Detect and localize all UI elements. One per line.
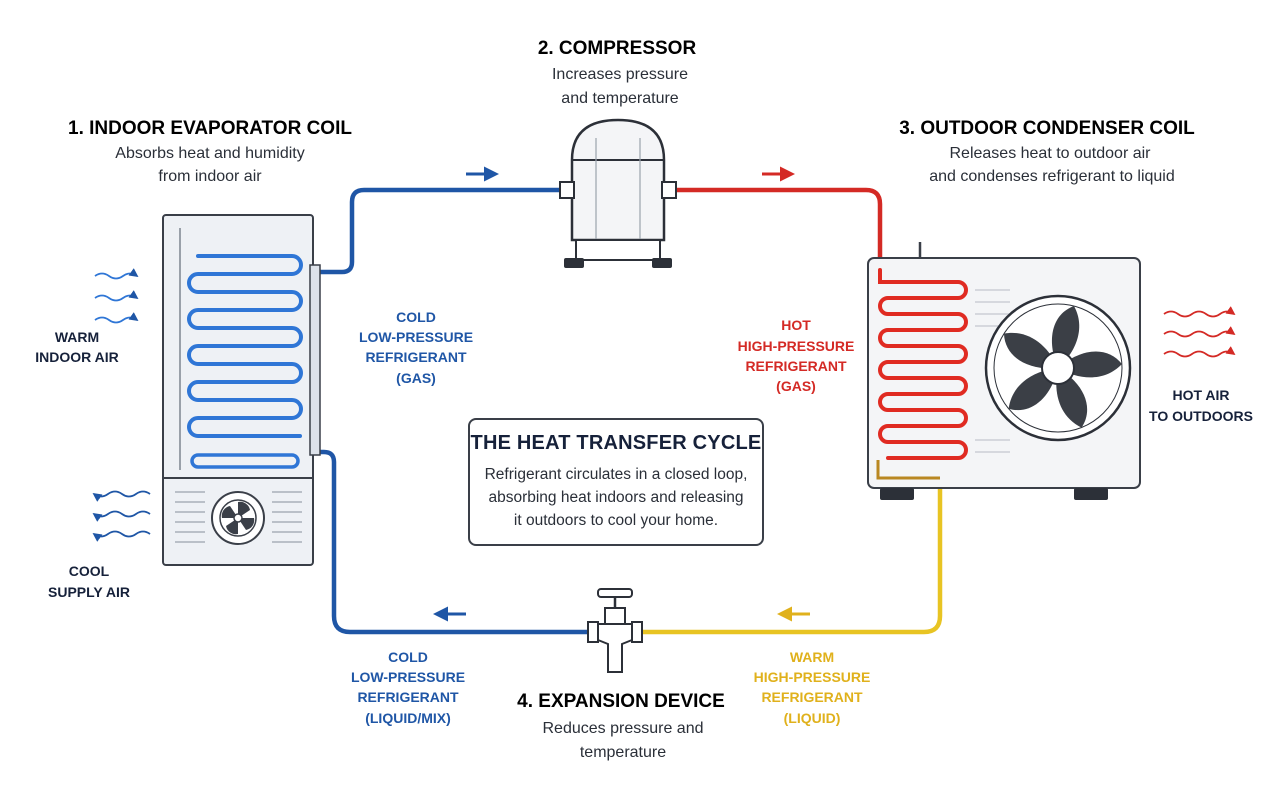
cold-gas-line4: (GAS) [396, 370, 436, 386]
compressor-icon [559, 118, 677, 268]
warm-liquid-label: WARM HIGH-PRESSURE REFRIGERANT (LIQUID) [754, 649, 871, 726]
evaporator-desc-line1: Absorbs heat and humidity [115, 145, 304, 162]
cold-gas-line2: LOW-PRESSURE [359, 329, 473, 345]
compressor-caption: 2. COMPRESSOR Increases pressure and tem… [538, 38, 697, 107]
condenser-title: 3. OUTDOOR CONDENSER COIL [899, 118, 1195, 139]
cold-liquid-line4: (LIQUID/MIX) [365, 710, 451, 726]
warm-indoor-air-label: WARM INDOOR AIR [35, 329, 118, 365]
indoor-evaporator-unit [162, 214, 321, 566]
cycle-title: THE HEAT TRANSFER CYCLE [470, 432, 762, 454]
expansion-title: 4. EXPANSION DEVICE [517, 691, 725, 712]
cool-supply-air-label: COOL SUPPLY AIR [48, 563, 130, 600]
expansion-desc-line1: Reduces pressure and [543, 720, 704, 737]
evaporator-caption: 1. INDOOR EVAPORATOR COIL Absorbs heat a… [68, 118, 352, 185]
cold-liquid-label: COLD LOW-PRESSURE REFRIGERANT (LIQUID/MI… [351, 649, 465, 726]
expansion-valve-icon [587, 588, 643, 673]
hot-air-arrows [1163, 306, 1236, 358]
liquid-line [637, 475, 943, 635]
hot-gas-line1: HOT [781, 317, 811, 333]
compressor-title: 2. COMPRESSOR [538, 38, 697, 59]
suction-line [315, 187, 571, 275]
hot-gas-line2: HIGH-PRESSURE [738, 338, 855, 354]
evaporator-title: 1. INDOOR EVAPORATOR COIL [68, 118, 352, 139]
condenser-caption: 3. OUTDOOR CONDENSER COIL Releases heat … [899, 118, 1195, 185]
expansion-caption: 4. EXPANSION DEVICE Reduces pressure and… [517, 691, 725, 761]
warm-air-label-line2: INDOOR AIR [35, 349, 118, 365]
compressor-desc-line1: Increases pressure [552, 66, 688, 83]
cycle-line1: Refrigerant circulates in a closed loop, [484, 466, 748, 483]
flow-arrows [433, 166, 810, 622]
return-line [315, 449, 591, 635]
refrigerant-piping [315, 187, 943, 635]
expansion-desc-line2: temperature [580, 744, 666, 761]
condenser-desc-line1: Releases heat to outdoor air [949, 145, 1151, 162]
hot-gas-line4: (GAS) [776, 378, 816, 394]
cycle-line3: it outdoors to cool your home. [513, 512, 719, 529]
hot-air-label-line1: HOT AIR [1172, 387, 1229, 403]
evaporator-coil [187, 254, 303, 438]
hot-gas-line3: REFRIGERANT [745, 358, 847, 374]
discharge-line [665, 187, 883, 285]
condenser-coil [878, 268, 968, 460]
cool-air-arrows [92, 490, 151, 542]
condenser-fan-icon [984, 294, 1132, 442]
outdoor-condenser-unit [867, 242, 1141, 500]
cold-gas-line1: COLD [396, 309, 436, 325]
cold-liquid-line2: LOW-PRESSURE [351, 669, 465, 685]
heat-transfer-cycle-box: THE HEAT TRANSFER CYCLE Refrigerant circ… [468, 418, 764, 546]
cycle-line2: absorbing heat indoors and releasing [488, 489, 744, 506]
warm-liquid-line3: REFRIGERANT [761, 689, 863, 705]
cold-gas-line3: REFRIGERANT [365, 349, 467, 365]
warm-air-label-line1: WARM [55, 329, 99, 345]
cool-air-label-line1: COOL [69, 563, 110, 579]
evaporator-grille [175, 491, 302, 543]
cold-liquid-line3: REFRIGERANT [357, 689, 459, 705]
hot-air-label-line2: TO OUTDOORS [1149, 408, 1253, 424]
hot-air-outdoors-label: HOT AIR TO OUTDOORS [1149, 387, 1253, 424]
condenser-desc-line2: and condenses refrigerant to liquid [929, 168, 1175, 185]
compressor-desc-line2: and temperature [561, 90, 679, 107]
cool-air-label-line2: SUPPLY AIR [48, 584, 130, 600]
hot-gas-label: HOT HIGH-PRESSURE REFRIGERANT (GAS) [738, 317, 855, 394]
warm-liquid-line1: WARM [790, 649, 834, 665]
cold-liquid-line1: COLD [388, 649, 428, 665]
warm-air-arrows [94, 268, 139, 324]
blower-fan-icon [211, 491, 265, 545]
warm-liquid-line2: HIGH-PRESSURE [754, 669, 871, 685]
cold-gas-label: COLD LOW-PRESSURE REFRIGERANT (GAS) [359, 309, 473, 386]
warm-liquid-line4: (LIQUID) [784, 710, 841, 726]
evaporator-desc-line2: from indoor air [158, 168, 262, 185]
